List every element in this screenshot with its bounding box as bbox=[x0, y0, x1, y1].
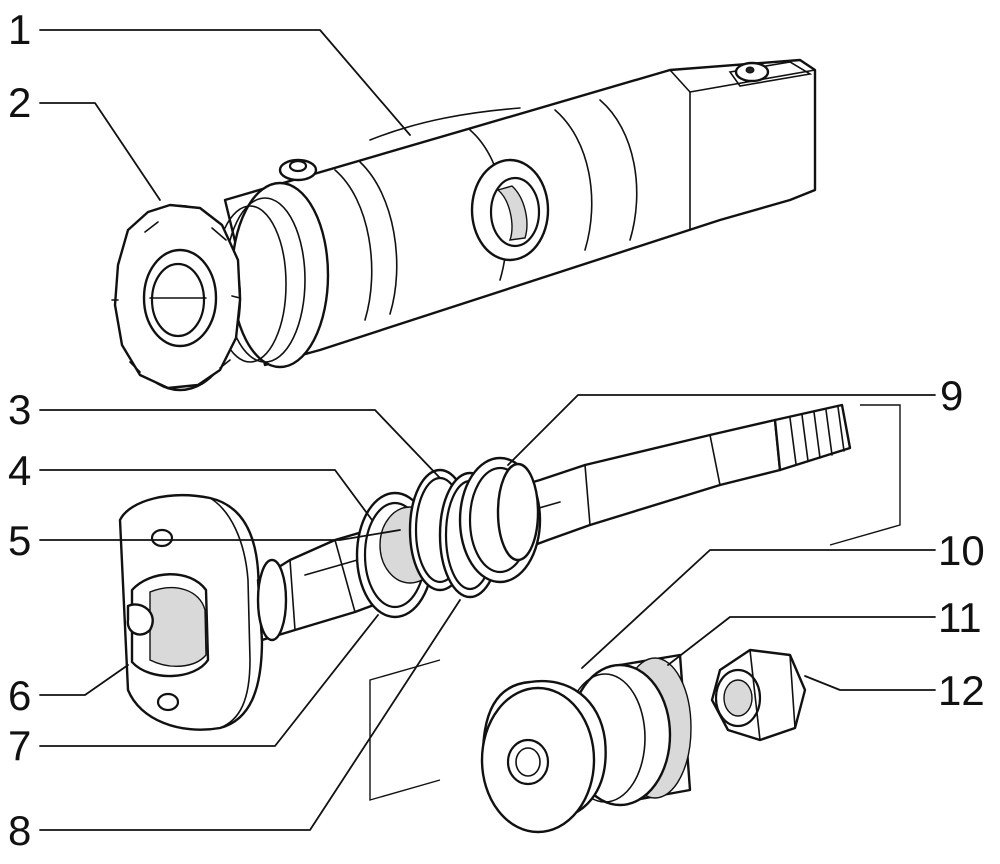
callout-6: 6 bbox=[8, 672, 31, 719]
leader-9 bbox=[507, 394, 936, 466]
frame-upper bbox=[829, 404, 901, 546]
shaft bbox=[256, 403, 852, 642]
leader-lines bbox=[39, 29, 936, 831]
callout-3: 3 bbox=[8, 386, 31, 433]
callout-7: 7 bbox=[8, 722, 31, 769]
callout-9: 9 bbox=[940, 372, 963, 419]
leader-12 bbox=[804, 675, 936, 691]
cylinder-body bbox=[223, 58, 817, 367]
leader-4 bbox=[39, 469, 373, 521]
leader-5 bbox=[39, 529, 401, 541]
seal-assembly bbox=[355, 456, 542, 619]
leader-7 bbox=[39, 614, 379, 747]
callout-2: 2 bbox=[8, 79, 31, 126]
leader-11 bbox=[667, 616, 936, 666]
callout-11: 11 bbox=[938, 594, 982, 641]
callout-8: 8 bbox=[8, 807, 31, 854]
flange-plate bbox=[118, 494, 264, 731]
callout-5: 5 bbox=[8, 517, 31, 564]
frame-lower bbox=[369, 659, 441, 801]
leader-8 bbox=[39, 599, 461, 831]
leader-6 bbox=[39, 664, 129, 696]
leader-3 bbox=[39, 409, 441, 479]
leader-2 bbox=[39, 102, 161, 201]
callout-12: 12 bbox=[938, 667, 985, 714]
leader-1 bbox=[39, 29, 411, 136]
bushing bbox=[480, 653, 692, 834]
callout-4: 4 bbox=[8, 447, 31, 494]
callout-10: 10 bbox=[938, 527, 985, 574]
hex-nut bbox=[710, 648, 807, 742]
leader-10 bbox=[581, 549, 936, 669]
callout-1: 1 bbox=[8, 6, 31, 53]
castellated-end-cap bbox=[111, 181, 330, 392]
